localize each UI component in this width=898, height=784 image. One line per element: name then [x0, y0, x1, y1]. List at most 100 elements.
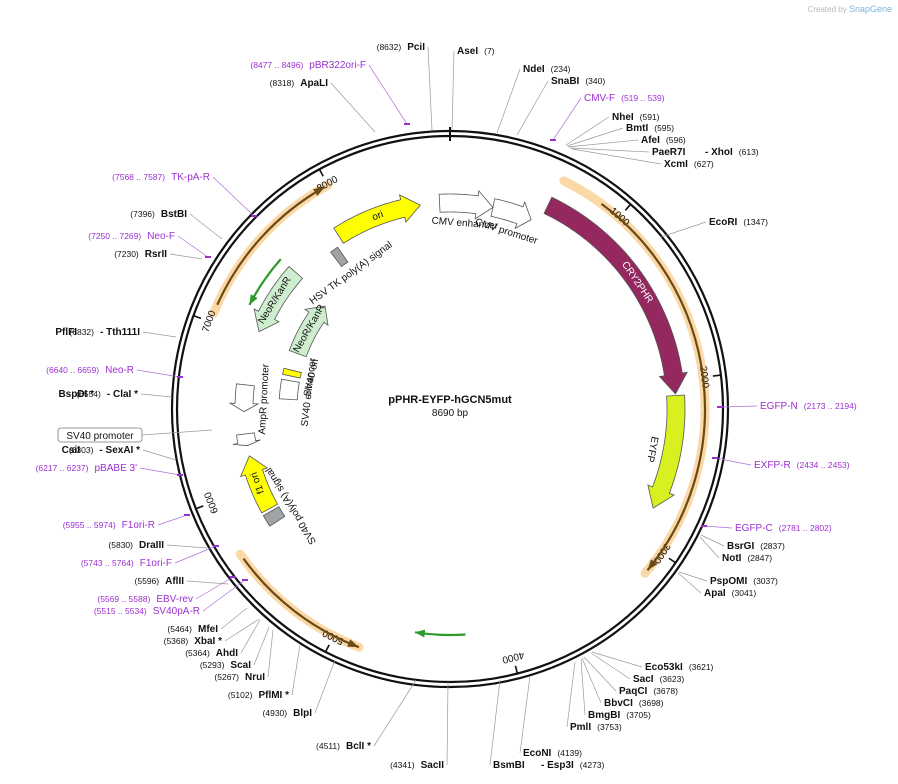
site-position: (5102): [228, 690, 253, 700]
tick-label-4000: 4000: [501, 649, 526, 665]
site-position: (627): [694, 159, 714, 169]
leader-line: [189, 213, 223, 240]
leader-line: [330, 82, 376, 133]
site-name: pBABE 3': [95, 463, 138, 474]
leader-line: [253, 626, 270, 666]
tick-label-7000: 7000: [201, 309, 219, 334]
leader-line: [567, 139, 639, 148]
site-name: - Esp3I: [541, 760, 574, 771]
site-name: SacII: [421, 760, 445, 771]
site-name: pBR322ori-F: [309, 60, 366, 71]
leader-line: [580, 658, 586, 716]
snapgene-watermark: Created by SnapGene: [808, 4, 892, 14]
site-position: (3041): [732, 588, 757, 598]
leader-line: [699, 536, 720, 559]
site-name: AhdI: [216, 648, 238, 659]
leader-line: [516, 80, 549, 136]
site-label-scai: (5293)ScaI: [200, 660, 251, 671]
leader-line: [571, 148, 662, 165]
site-position: (3623): [660, 674, 685, 684]
site-position: (8477 .. 8496): [250, 60, 303, 70]
feature-hsv-tk-poly-a-signal: [330, 246, 349, 268]
site-name: SacI: [633, 674, 654, 685]
site-label-pbabe-3-: (6217 .. 6237) pBABE 3': [36, 463, 138, 474]
site-position: (3705): [626, 710, 651, 720]
leader-line: [581, 657, 602, 704]
site-name: SV40pA-R: [153, 606, 200, 617]
feature-cmv-enhancer-label: CMV enhancer: [431, 216, 499, 232]
site-label-paer7i: PaeR7I: [652, 147, 686, 158]
feature-eyfp: [647, 394, 686, 509]
site-position: (3698): [639, 698, 664, 708]
site-label-csii: CsiI: [62, 445, 81, 456]
feature-ori: [333, 194, 421, 244]
leader-line: [677, 572, 702, 594]
site-name: XbaI *: [194, 636, 222, 647]
site-label-bsmbi: BsmBI: [493, 760, 525, 771]
site-position: (2781 .. 2802): [779, 523, 832, 533]
orf-line-2: [216, 185, 326, 306]
site-name: ScaI: [230, 660, 251, 671]
site-label-pflmi: (5102)PflMI *: [228, 690, 289, 701]
orf-line-0: [600, 203, 707, 572]
orf-arrowhead: [647, 559, 658, 571]
site-name: PspOMI: [710, 576, 747, 587]
site-label-rsrii: (7230)RsrII: [114, 249, 167, 260]
site-position: (591): [640, 112, 660, 122]
site-label--xhoi: - XhoI(613): [705, 147, 759, 158]
site-name: EcoRI: [709, 217, 738, 228]
leader-line: [519, 675, 531, 754]
site-label-apali: (8318)ApaLI: [270, 78, 329, 89]
site-name: NotI: [722, 553, 742, 564]
site-position: (5596): [135, 576, 160, 586]
site-position: (519 .. 539): [621, 93, 665, 103]
leader-line: [142, 331, 177, 338]
site-label-bcli: (4511)BclI *: [316, 741, 371, 752]
leader-line: [186, 580, 229, 585]
leader-line: [136, 369, 181, 378]
site-label-draiii: (5830)DraIII: [108, 540, 164, 551]
site-label-bmgbi: BmgBI (3705): [588, 710, 651, 721]
leader-line: [566, 127, 624, 147]
site-position: (6640 .. 6659): [46, 365, 99, 375]
site-position: (5743 .. 5764): [81, 558, 134, 568]
site-position: (7250 .. 7269): [88, 231, 141, 241]
site-label-saci: SacI (3623): [633, 674, 684, 685]
site-label-bmti: BmtI(595): [626, 123, 674, 134]
site-position: (7396): [130, 209, 155, 219]
leader-line: [719, 405, 758, 408]
watermark-prefix: Created by: [807, 5, 847, 14]
site-name: CsiI: [62, 445, 81, 456]
site-name: BmgBI: [588, 710, 620, 721]
feature-neor-kanr: [288, 305, 329, 358]
site-position: (595): [654, 123, 674, 133]
site-position: (6217 .. 6237): [36, 463, 89, 473]
feature-f1-ori: [239, 455, 279, 514]
site-name: BstBI: [161, 209, 187, 220]
site-name: BspDI *: [58, 389, 94, 400]
leader-line: [174, 545, 217, 564]
leader-line: [157, 514, 188, 526]
site-name: BsmBI: [493, 760, 525, 771]
orf-arrowhead: [415, 629, 426, 638]
site-name: SnaBI: [551, 76, 580, 87]
site-position: (5267): [214, 672, 239, 682]
site-label-nhei: NheI(591): [612, 112, 660, 123]
feature-hsv-tk-poly-a-signal-label: HSV TK poly(A) signal: [308, 240, 395, 307]
site-label-snabi: SnaBI(340): [551, 76, 605, 87]
leader-line: [169, 253, 203, 260]
site-position: (2837): [760, 541, 785, 551]
site-name: PciI: [407, 42, 425, 53]
leader-line: [703, 525, 733, 529]
feature-cmv-enhancer: [438, 189, 494, 220]
site-label-pspomi: PspOMI (3037): [710, 576, 778, 587]
site-label-egfp-c: EGFP-C(2781 .. 2802): [735, 523, 832, 534]
tick-5000: [324, 644, 330, 653]
site-position: (3037): [753, 576, 778, 586]
site-name: Neo-R: [105, 365, 134, 376]
site-name: AfeI: [641, 135, 660, 146]
site-label--clai: (6554)- ClaI *: [76, 389, 138, 400]
backbone-circle: [170, 127, 730, 689]
leader-line: [177, 235, 209, 258]
site-name: ApaI: [704, 588, 726, 599]
